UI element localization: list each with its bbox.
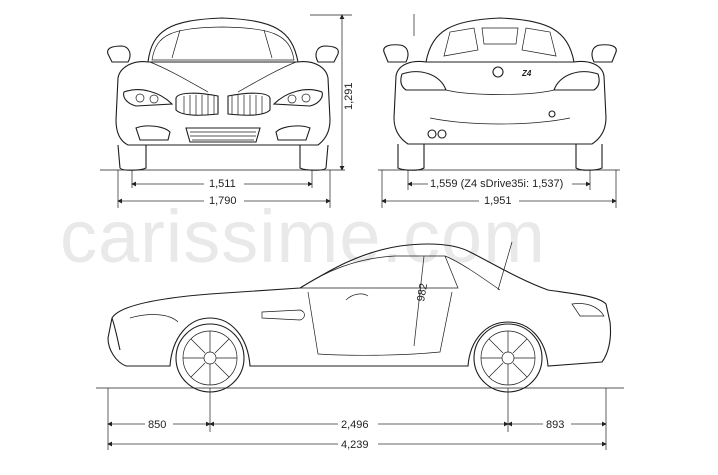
side-view: 982 850 2,496 893 4,239	[96, 241, 624, 451]
rear-overhang-label: 893	[546, 419, 564, 431]
watermark: carissime.com	[60, 195, 546, 278]
headroom-label: 982	[415, 282, 430, 302]
front-height-label: 1,291	[343, 82, 355, 110]
rear-width-label: 1,951	[484, 195, 512, 207]
front-view: 1,291 1,511 1,790	[100, 14, 355, 208]
rear-badge-text: Z4	[521, 69, 532, 78]
rear-track-label: 1,559 (Z4 sDrive35i: 1,537)	[430, 178, 563, 190]
front-width-label: 1,790	[209, 195, 237, 207]
front-track-label: 1,511	[209, 178, 236, 190]
rear-view: Z4 1,559 (Z4 sDrive35i: 1,537) 1,951	[378, 14, 620, 208]
overall-length-label: 4,239	[341, 439, 369, 451]
front-overhang-label: 850	[148, 419, 166, 431]
wheelbase-label: 2,496	[341, 419, 369, 431]
